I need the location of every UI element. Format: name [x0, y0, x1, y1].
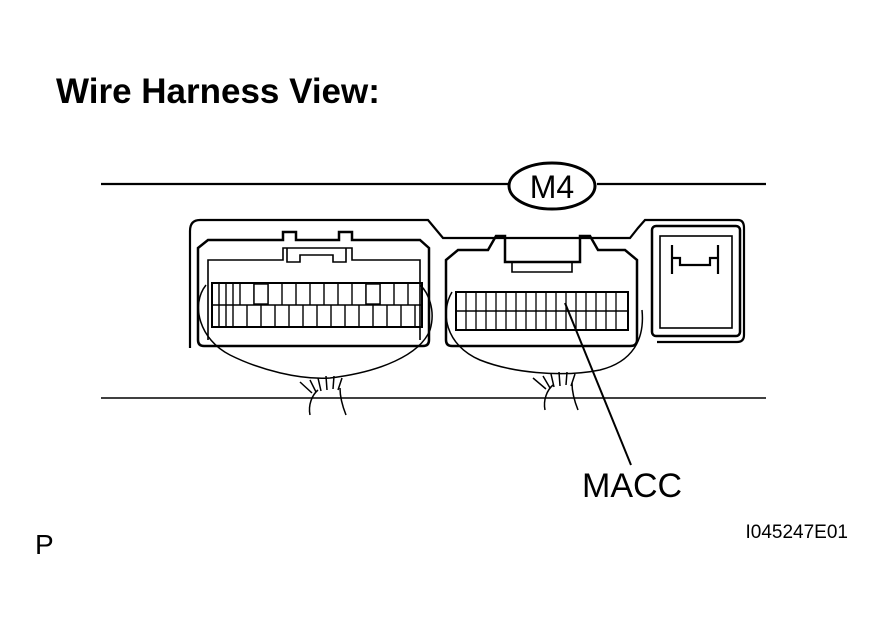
corner-mark: P: [35, 529, 54, 560]
m4-wire-bundle: [445, 291, 644, 411]
left-connector: [196, 230, 431, 348]
connector-label: M4: [530, 169, 574, 205]
small-box-connector: [650, 224, 742, 338]
unit-housing-outline: [188, 218, 746, 348]
figure-code: I045247E01: [746, 522, 849, 543]
connector-callout-m4: M4: [507, 161, 597, 211]
terminal-label-macc: MACC: [582, 467, 682, 505]
diagram-title: Wire Harness View:: [56, 72, 380, 111]
macc-leader-line: [564, 302, 632, 466]
m4-connector: [444, 234, 639, 348]
left-wire-bundle: [197, 284, 433, 416]
